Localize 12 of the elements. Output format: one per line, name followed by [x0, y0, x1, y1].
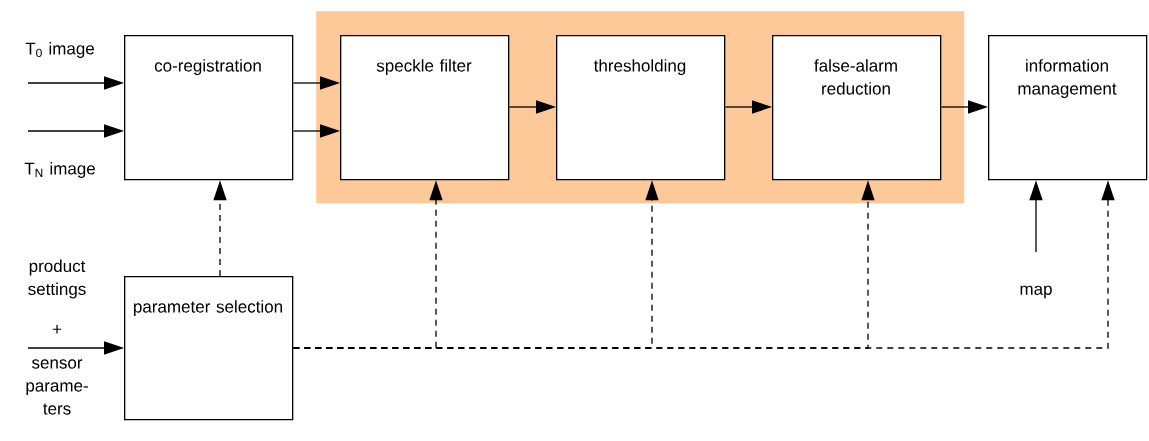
- process-box: speckle filter: [340, 35, 510, 181]
- input-label: +: [52, 325, 62, 334]
- process-box: information management: [988, 35, 1148, 181]
- input-label: product settings: [28, 259, 86, 299]
- input-label: T$_{0}$ image: [25, 42, 94, 58]
- process-box: false-alarm reduction: [772, 35, 942, 181]
- input-label: T$_{N}$ image: [24, 162, 95, 178]
- input-label: sensor parame-ters: [26, 359, 88, 415]
- process-box: co-registration: [124, 35, 294, 181]
- input-label: map: [1020, 285, 1052, 299]
- process-box: parameter selection: [124, 276, 294, 421]
- process-box: thresholding: [556, 35, 726, 181]
